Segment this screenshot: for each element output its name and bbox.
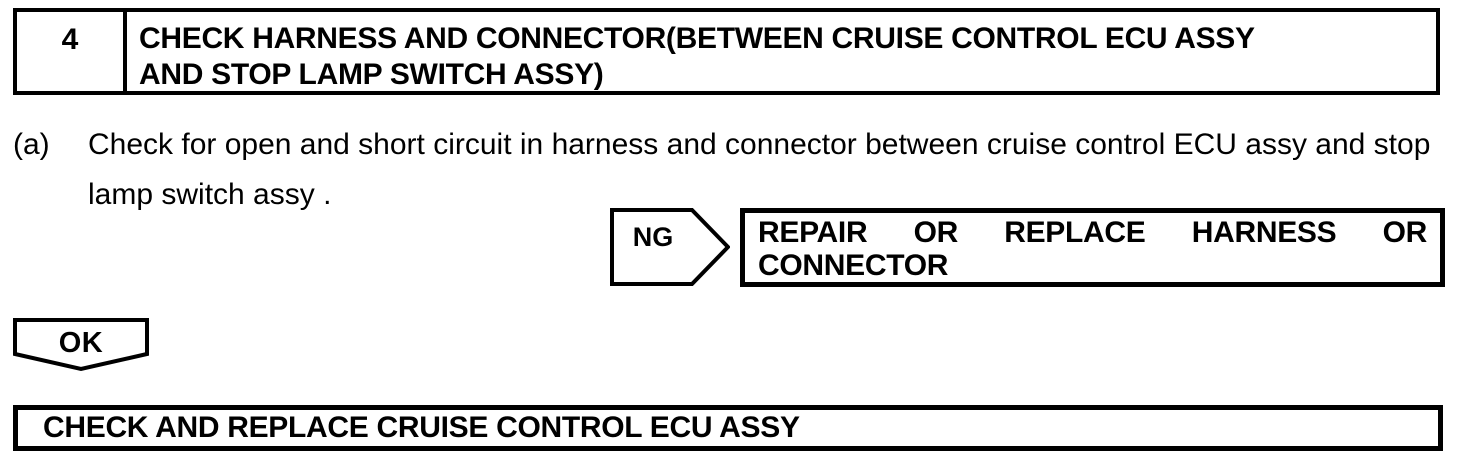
ok-arrow-shape <box>13 318 149 372</box>
ng-action-word: REPLACE <box>1004 216 1146 249</box>
step-title-line-2: AND STOP LAMP SWITCH ASSY) <box>139 58 604 91</box>
procedure-item-label: (a) <box>13 128 50 161</box>
ng-arrow-label: NG <box>632 222 674 252</box>
procedure-text-line-1: Check for open and short circuit in harn… <box>88 128 1431 161</box>
step-header: 4 CHECK HARNESS AND CONNECTOR(BETWEEN CR… <box>13 8 1440 95</box>
procedure-step: (a) Check for open and short circuit in … <box>13 120 1468 220</box>
ng-action-line-2: CONNECTOR <box>758 249 949 282</box>
next-step-box: CHECK AND REPLACE CRUISE CONTROL ECU ASS… <box>13 405 1443 451</box>
ok-branch-arrow: OK <box>13 318 149 372</box>
step-number: 4 <box>17 12 127 91</box>
ng-arrow-shape <box>610 208 730 286</box>
ng-action-word: HARNESS <box>1191 216 1337 249</box>
next-step-action: CHECK AND REPLACE CRUISE CONTROL ECU ASS… <box>43 411 800 444</box>
procedure-text: Check for open and short circuit in harn… <box>88 120 1468 220</box>
ng-action-word: OR <box>1382 216 1428 249</box>
ng-action-line-1: REPAIR OR REPLACE HARNESS OR <box>758 216 1427 249</box>
procedure-text-line-2: lamp switch assy . <box>88 178 332 211</box>
ok-arrow-label: OK <box>58 327 104 359</box>
ng-branch-arrow: NG <box>610 208 730 286</box>
ng-action-word: REPAIR <box>758 216 868 249</box>
step-title-line-1: CHECK HARNESS AND CONNECTOR(BETWEEN CRUI… <box>139 22 1255 55</box>
step-title: CHECK HARNESS AND CONNECTOR(BETWEEN CRUI… <box>127 12 1263 91</box>
ng-action-word: OR <box>913 216 959 249</box>
ng-action-box: REPAIR OR REPLACE HARNESS OR CONNECTOR <box>740 208 1445 287</box>
